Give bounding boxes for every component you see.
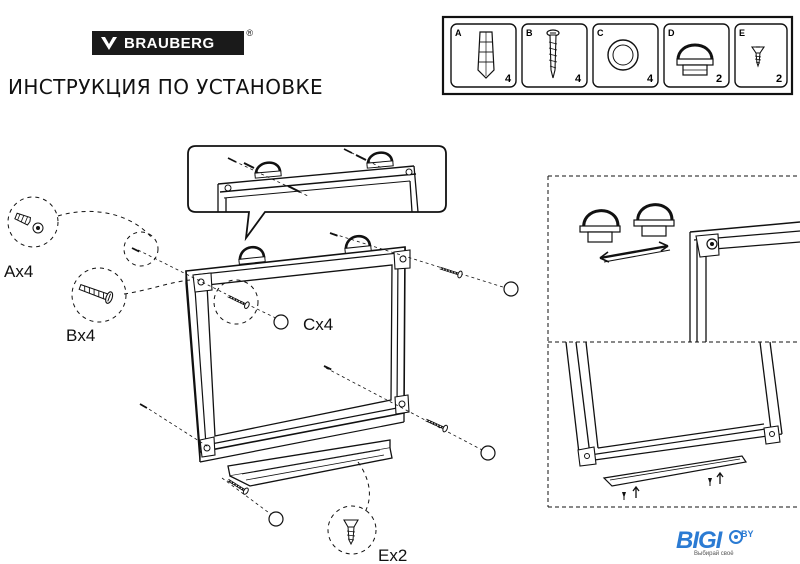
callout-hanger-right <box>366 151 394 169</box>
screw-detail <box>78 284 114 304</box>
assembly-lines <box>137 233 507 519</box>
bigi-watermark: BIGI BY Выбирай своё <box>676 527 791 559</box>
callout-frame-top <box>217 165 419 213</box>
label-b: Bx4 <box>66 326 96 345</box>
frame-caps <box>268 281 519 527</box>
part-detail-circles <box>7 196 377 555</box>
part-c-cell: C 4 <box>592 23 659 88</box>
part-d-letter: D <box>668 28 675 38</box>
part-b-letter: B <box>526 28 533 38</box>
wall-plug-detail <box>14 211 44 234</box>
bigi-tagline: Выбирай своё <box>694 551 734 557</box>
cap-icon <box>607 39 639 71</box>
detail-hangers <box>579 203 675 263</box>
small-screw-icon <box>750 46 766 68</box>
screw-icon <box>546 29 560 79</box>
part-d-count: 2 <box>716 73 722 85</box>
bigi-suffix: BY <box>741 529 754 539</box>
page-title: ИНСТРУКЦИЯ ПО УСТАНОВКЕ <box>8 75 324 99</box>
detail-frame-bottom <box>565 341 783 500</box>
frame-hanger-right <box>344 234 372 254</box>
part-e-cell: E 2 <box>734 23 788 88</box>
wall-plug-icon <box>477 31 495 79</box>
part-b-count: 4 <box>575 73 582 85</box>
frame-screws <box>131 232 465 497</box>
detail-frame-corner <box>689 221 800 342</box>
part-c-letter: C <box>597 28 604 38</box>
hanger-icon <box>676 43 714 76</box>
parts-table: A 4 B 4 C 4 <box>441 15 794 96</box>
label-e: Ex2 <box>378 546 408 564</box>
callout-screws <box>227 148 383 197</box>
part-a-count: 4 <box>505 73 512 85</box>
bigi-logo-mark <box>729 530 743 544</box>
whiteboard-frame <box>185 234 411 487</box>
mount-detail-panel <box>547 175 800 508</box>
brauberg-logo: BRAUBERG ® <box>92 28 253 55</box>
part-a-cell: A 4 <box>450 23 517 88</box>
hanger-callout <box>187 145 447 242</box>
part-b-cell: B 4 <box>521 23 588 88</box>
callout-hanger-left <box>254 161 282 179</box>
registered-mark: ® <box>246 28 253 38</box>
brand-v-icon <box>101 37 117 50</box>
part-e-count: 2 <box>776 73 782 85</box>
brand-name: BRAUBERG <box>124 34 215 52</box>
frame-hanger-left <box>238 245 266 265</box>
bigi-word: BIGI <box>676 527 722 554</box>
part-e-letter: E <box>739 28 745 38</box>
part-a-letter: A <box>455 28 462 38</box>
label-c: Cx4 <box>303 315 334 334</box>
part-c-count: 4 <box>647 73 654 85</box>
small-screw-detail <box>343 519 359 546</box>
part-d-cell: D 2 <box>663 23 730 88</box>
label-a: Ax4 <box>4 262 34 281</box>
marker-tray <box>227 439 393 487</box>
